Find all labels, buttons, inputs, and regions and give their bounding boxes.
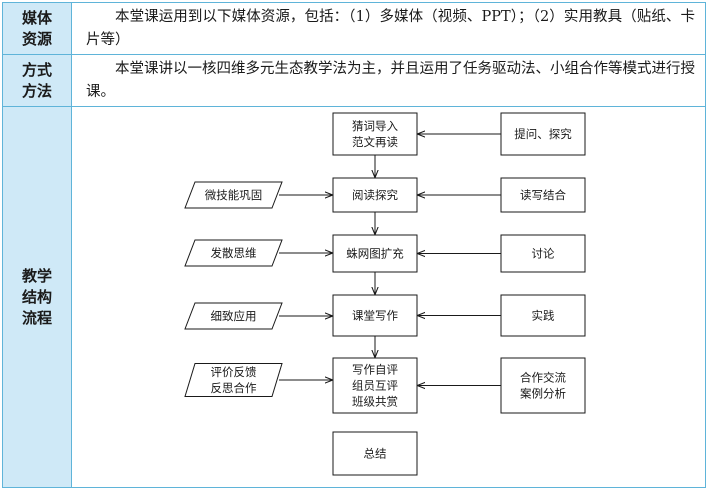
flow-method-box bbox=[500, 112, 586, 156]
flow-step-label: 班级共赏 bbox=[352, 395, 398, 409]
flow-method-label: 合作交流 bbox=[520, 371, 566, 385]
media-resources-row: 媒体 资源 本堂课运用到以下媒体资源，包括：（1）多媒体（视频、PPT）；（2）… bbox=[2, 2, 706, 55]
methods-label-line: 方法 bbox=[21, 81, 52, 100]
media-resources-label: 媒体 资源 bbox=[2, 2, 72, 55]
media-resources-label-line: 媒体 bbox=[21, 8, 52, 27]
flow-activity-box bbox=[184, 363, 283, 397]
flow-method-label: 案例分析 bbox=[520, 387, 566, 401]
methods-label-line: 方式 bbox=[21, 60, 52, 79]
flow-method-label: 实践 bbox=[532, 309, 555, 323]
flow-method-label: 提问、探究 bbox=[514, 127, 572, 141]
flow-step-label: 总结 bbox=[364, 447, 387, 461]
flow-step-label: 猜词导入 bbox=[352, 119, 398, 133]
flow-activity-box bbox=[184, 239, 283, 267]
media-resources-label-line: 资源 bbox=[21, 29, 52, 48]
teaching-flow-label: 教学 结构 流程 bbox=[2, 106, 72, 488]
teaching-flow-row: 教学 结构 流程 猜词导入范文再读阅读探究蛛网图扩充课堂写作写作自评组员互评班级… bbox=[2, 106, 706, 488]
flow-step-box bbox=[332, 357, 418, 414]
teaching-flow-label-line: 结构 bbox=[21, 287, 52, 306]
flow-diagram-cell: 猜词导入范文再读阅读探究蛛网图扩充课堂写作写作自评组员互评班级共赏总结 微技能巩固… bbox=[71, 106, 706, 488]
flow-method-label: 读写结合 bbox=[520, 188, 566, 202]
flow-method-box bbox=[500, 357, 586, 414]
flow-step-box bbox=[332, 294, 418, 337]
flow-activity-label: 反思合作 bbox=[211, 381, 257, 395]
flow-activity-label: 评价反馈 bbox=[211, 365, 257, 379]
flow-step-box bbox=[332, 234, 418, 273]
flow-step-box bbox=[332, 431, 418, 476]
methods-label: 方式 方法 bbox=[2, 54, 72, 107]
flow-method-box bbox=[500, 177, 586, 213]
flow-step-label: 阅读探究 bbox=[352, 188, 398, 202]
flow-method-label: 讨论 bbox=[532, 247, 555, 261]
flow-step-label: 蛛网图扩充 bbox=[346, 247, 404, 261]
flow-activity-box bbox=[184, 302, 283, 330]
lesson-table: 媒体 资源 本堂课运用到以下媒体资源，包括：（1）多媒体（视频、PPT）；（2）… bbox=[2, 2, 706, 488]
flow-step-label: 范文再读 bbox=[352, 135, 398, 149]
flow-step-label: 组员互评 bbox=[352, 379, 398, 393]
methods-row: 方式 方法 本堂课讲以一核四维多元生态教学法为主，并且运用了任务驱动法、小组合作… bbox=[2, 54, 706, 107]
flow-step-label: 写作自评 bbox=[352, 363, 398, 377]
flow-step-box bbox=[332, 112, 418, 156]
flow-step-box bbox=[332, 177, 418, 213]
flow-method-box bbox=[500, 294, 586, 337]
teaching-flow-label-line: 教学 bbox=[21, 266, 52, 285]
flow-activity-label: 细致应用 bbox=[211, 309, 257, 323]
teaching-flow-label-line: 流程 bbox=[21, 308, 52, 327]
methods-content: 本堂课讲以一核四维多元生态教学法为主，并且运用了任务驱动法、小组合作等模式进行授… bbox=[71, 54, 706, 107]
media-resources-content: 本堂课运用到以下媒体资源，包括：（1）多媒体（视频、PPT）；（2）实用教具（贴… bbox=[71, 2, 706, 55]
flow-activity-label: 微技能巩固 bbox=[205, 188, 263, 202]
flow-step-label: 课堂写作 bbox=[352, 309, 398, 323]
flow-activity-label: 发散思维 bbox=[211, 246, 257, 260]
flow-method-box bbox=[500, 234, 586, 273]
flow-activity-box bbox=[184, 181, 283, 209]
